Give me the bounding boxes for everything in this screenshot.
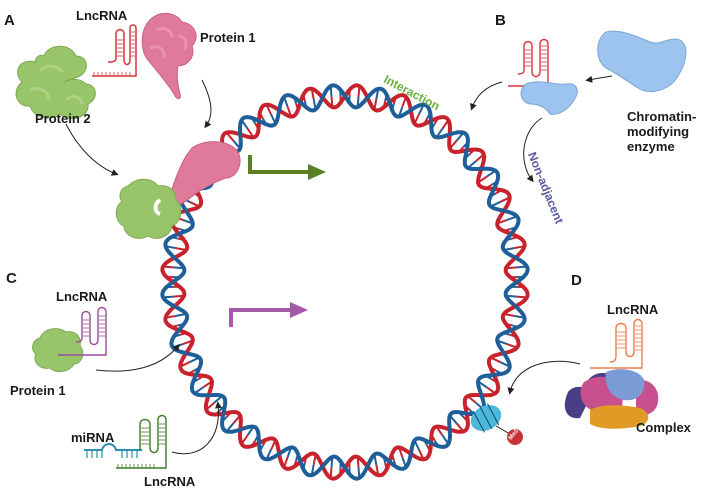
panel-label-c: C xyxy=(6,270,17,287)
panel-a-protein-2-label: Protein 2 xyxy=(35,111,91,126)
panel-b-enzyme-label-line2: modifying xyxy=(627,124,689,139)
dna-strand-blue xyxy=(162,282,174,306)
panel-label-b: B xyxy=(495,12,506,29)
panel-b-enzyme-free xyxy=(598,31,686,92)
bound-protein-complex xyxy=(116,142,240,239)
dna-strand-blue xyxy=(345,466,368,478)
dna-strand-blue xyxy=(516,258,528,282)
dna-strand-red xyxy=(323,96,346,107)
dna-strand-red xyxy=(506,258,517,282)
dna-strand-red xyxy=(323,466,346,478)
panel-label-a: A xyxy=(4,12,15,29)
arrow-c-protein-to-dna xyxy=(96,346,178,371)
panel-d-lncrna-orange xyxy=(590,320,642,369)
panel-b-lncrna-red xyxy=(508,40,548,87)
panel-c-lncrna-green xyxy=(116,416,166,469)
dna-strand-red xyxy=(450,414,468,432)
panel-b-enzyme-bound xyxy=(521,82,577,115)
tss-arrow-green-head xyxy=(308,164,326,180)
dna-strand-blue xyxy=(449,412,466,430)
arrow-protein2-to-dna xyxy=(66,124,116,174)
panel-c-mirna xyxy=(84,444,142,458)
panel-a-protein-1 xyxy=(142,13,196,98)
dna-strand-blue xyxy=(506,282,517,306)
dna-strand-blue xyxy=(450,132,468,150)
panel-label-d: D xyxy=(571,272,582,289)
panel-b-enzyme-label-line3: enzyme xyxy=(627,139,675,154)
dna-strand-red xyxy=(162,258,174,282)
dna-strand-blue xyxy=(345,96,368,107)
dna-strand-blue xyxy=(222,414,240,432)
panel-c-protein-1 xyxy=(33,329,83,372)
panel-c-mirna-label: miRNA xyxy=(71,430,114,445)
dna-strand-red xyxy=(345,457,368,468)
panel-b-enzyme-label-line1: Chromatin- xyxy=(627,109,696,124)
dna-strand-blue xyxy=(323,457,346,468)
panel-a-lncrna-label: LncRNA xyxy=(76,8,127,23)
panel-c-protein-1-label: Protein 1 xyxy=(10,383,66,398)
dna-strand-red xyxy=(223,412,240,430)
dna-strand-blue xyxy=(173,258,184,282)
dna-strand-red xyxy=(449,134,466,152)
panel-d-lncrna-label: LncRNA xyxy=(607,302,658,317)
tss-arrow-purple xyxy=(231,310,292,327)
tss-arrow-purple-head xyxy=(290,302,308,318)
panel-c-lncrna-top-label: LncRNA xyxy=(56,289,107,304)
arrow-c-lncrna-to-dna xyxy=(172,404,218,454)
arrow-protein1-to-dna xyxy=(202,80,211,126)
panel-a-protein-2 xyxy=(16,46,95,118)
nucleosome xyxy=(466,400,510,436)
dna-strand-red xyxy=(516,282,528,306)
arrow-complex-to-nucleosome xyxy=(510,361,580,392)
tss-arrow-green xyxy=(250,155,310,172)
panel-a-protein-1-label: Protein 1 xyxy=(200,30,256,45)
panel-c-lncrna-bottom-label: LncRNA xyxy=(144,474,195,489)
arrow-enzyme-to-lncrna xyxy=(588,76,612,80)
arrow-lncrna-to-dna-b xyxy=(472,82,502,108)
panel-d-complex-label: Complex xyxy=(636,420,691,435)
dna-strand-red xyxy=(345,85,368,97)
dna-strand-blue xyxy=(323,85,346,97)
dna-strand-red xyxy=(173,282,184,306)
panel-a-lncrna-red xyxy=(92,25,136,76)
